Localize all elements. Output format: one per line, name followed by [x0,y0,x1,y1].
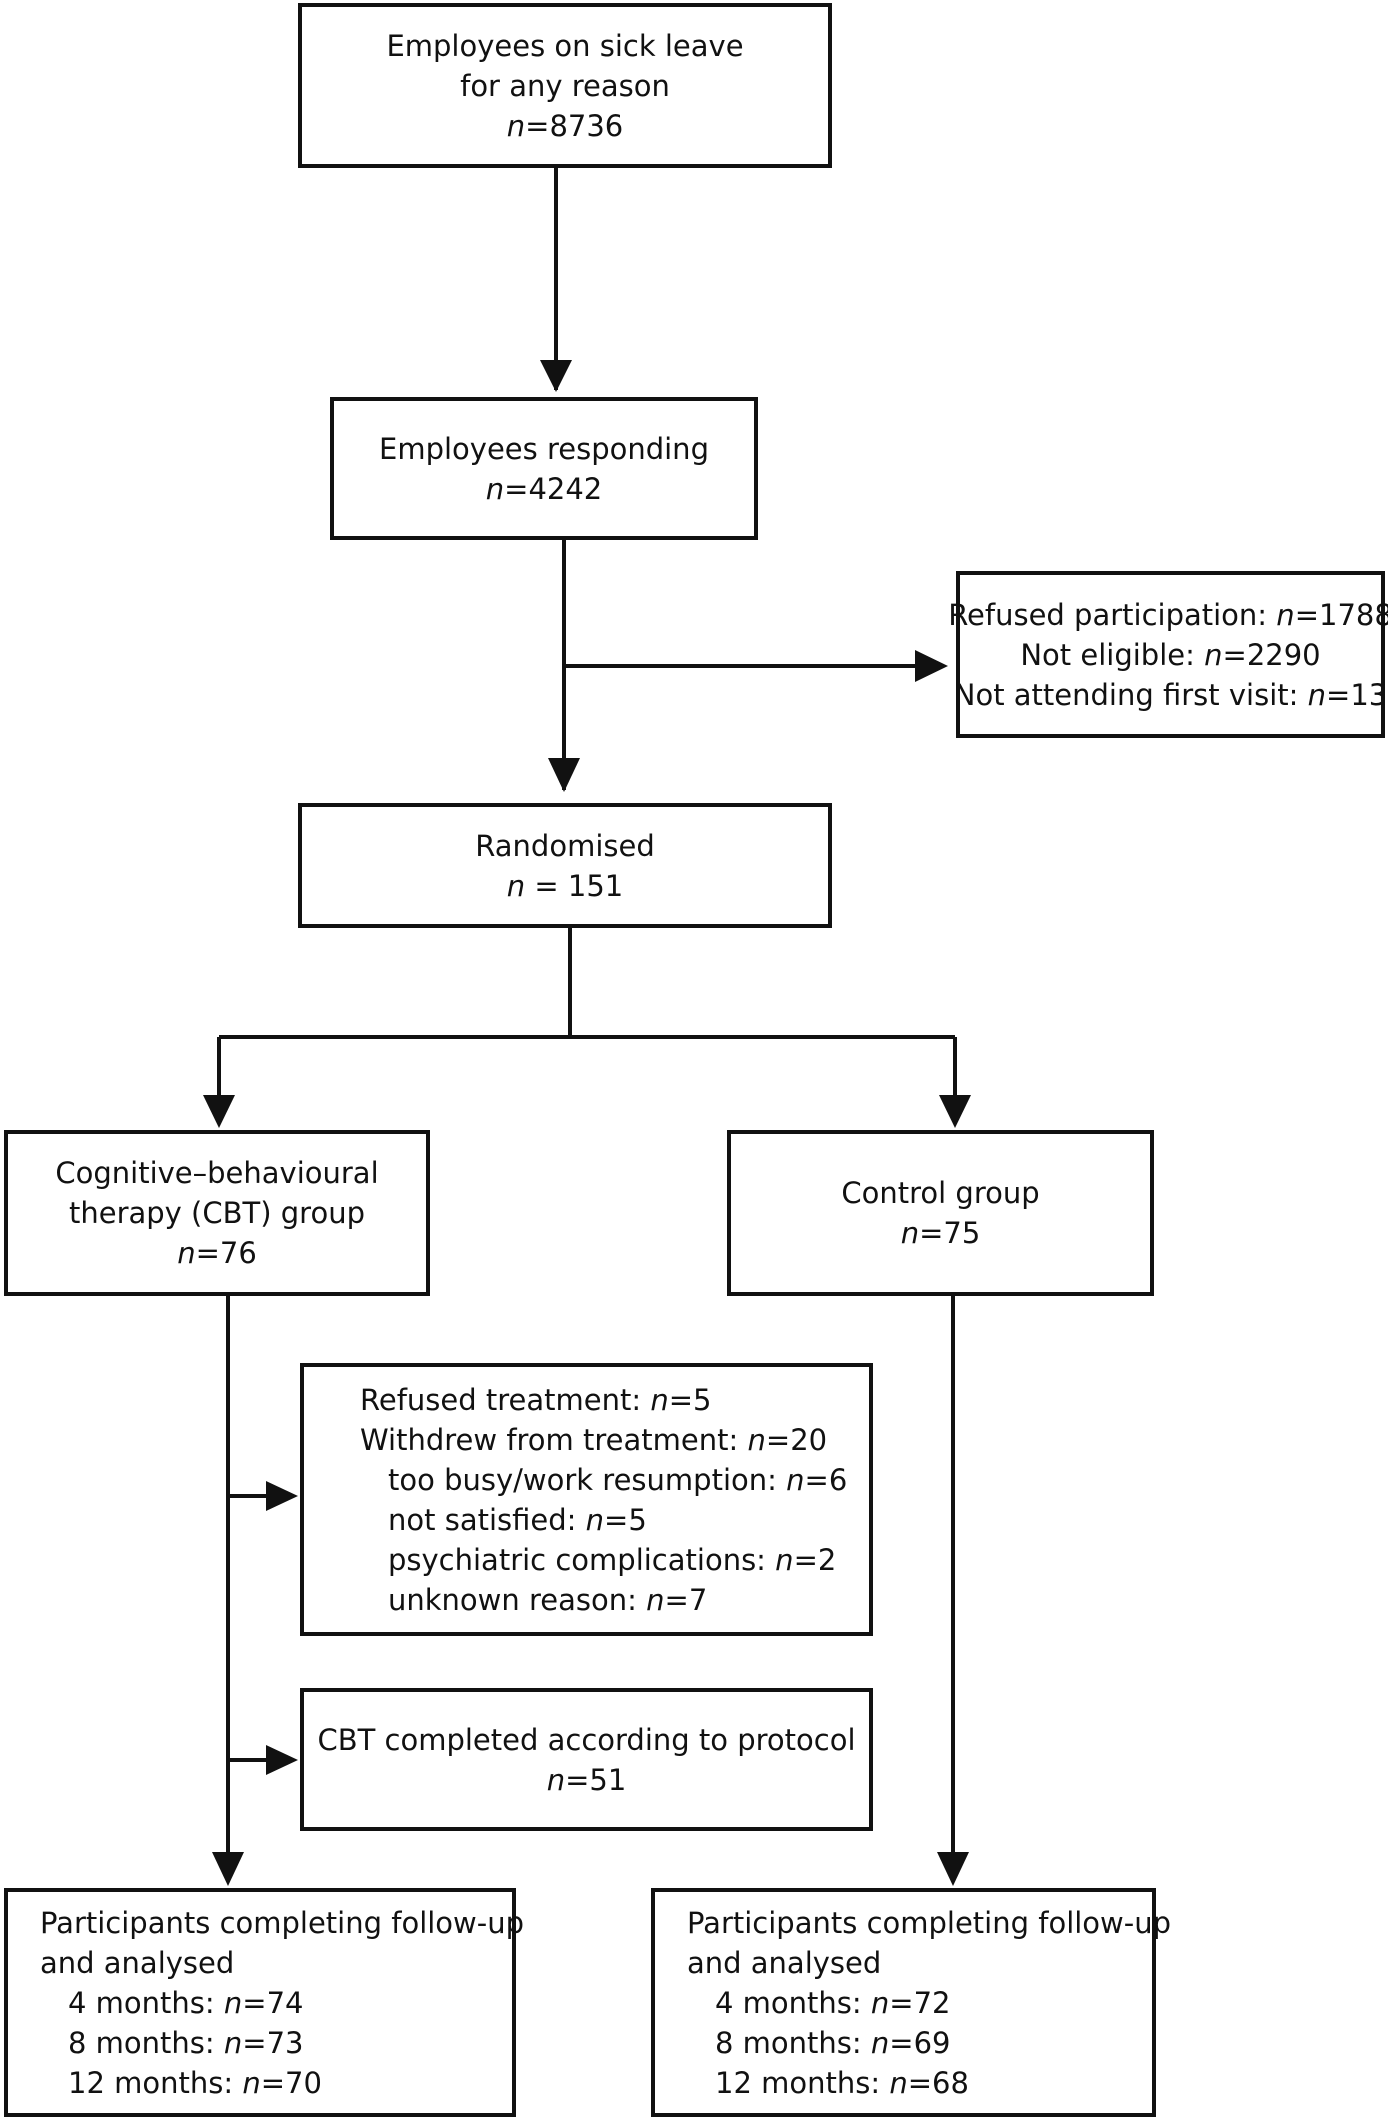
dropouts-withdrew-count: 20 [790,1422,828,1457]
cbt-followup-8m-count: 73 [266,2025,304,2060]
dropouts-unknown-count: 7 [688,1582,708,1617]
control-group-count-line: n=75 [900,1216,981,1250]
randomised-count: 151 [567,868,624,903]
excluded-not-attending-line: Not attending first visit: n=13 [953,677,1388,712]
excluded-not-attending-count: 13 [1350,677,1388,712]
responding-count: 4242 [528,471,603,506]
control-group-line1: Control group [841,1176,1040,1210]
node-employees-sick-leave: Employees on sick leave for any reason n… [298,3,832,168]
control-followup-4m-line: 4 months: n=72 [715,1985,951,2020]
control-followup-4m-count: 72 [913,1985,951,2020]
randomised-count-line: n = 151 [506,868,624,903]
dropouts-unknown-line: unknown reason: n=7 [388,1582,708,1617]
arrowhead-randomised [548,758,580,792]
n-symbol: n [506,108,526,143]
n-symbol: n [506,868,526,903]
node-employees-responding: Employees responding n=4242 [330,397,758,540]
node-cbt-dropouts: Refused treatment: n=5 Withdrew from tre… [300,1363,873,1636]
dropouts-not-satisfied-count: 5 [628,1502,647,1537]
excluded-not-eligible-line: Not eligible: n=2290 [1020,637,1321,672]
arrowhead-excluded [915,650,948,682]
arrowhead-cbt-followup [212,1852,244,1886]
responding-line1: Employees responding [379,431,709,466]
cbt-group-count-line: n=76 [177,1236,257,1270]
responding-count-line: n=4242 [485,471,603,506]
arrowhead-control-group [939,1095,971,1128]
arrowhead-cbt-dropouts [266,1481,298,1511]
node-cbt-completed: CBT completed according to protocol n=51 [300,1688,873,1831]
control-group-count: 75 [943,1216,981,1250]
arrowhead-responding [540,360,572,392]
node-control-group: Control group n=75 [727,1130,1154,1296]
control-followup-line1: Participants completing follow-up [687,1905,1172,1940]
dropouts-withdrew-line: Withdrew from treatment: n=20 [360,1422,828,1457]
cbt-followup-12m-line: 12 months: n=70 [68,2065,322,2100]
arrowhead-cbt-group [203,1095,235,1128]
arrowhead-cbt-completed [266,1745,298,1775]
sick-leave-count-line: n=8736 [506,108,624,143]
node-randomised: Randomised n = 151 [298,803,832,928]
sick-leave-count: 8736 [549,108,624,143]
excluded-refused-count: 1788 [1319,597,1388,632]
cbt-followup-line2: and analysed [40,1945,235,1980]
control-followup-8m-line: 8 months: n=69 [715,2025,951,2060]
sick-leave-line2: for any reason [460,68,670,103]
control-followup-line2: and analysed [687,1945,882,1980]
cbt-group-count: 76 [219,1236,257,1270]
node-cbt-followup: Participants completing follow-up and an… [4,1888,525,2117]
control-followup-8m-count: 69 [913,2025,951,2060]
cbt-completed-count-line: n=51 [546,1762,627,1797]
cbt-followup-8m-line: 8 months: n=73 [68,2025,304,2060]
cbt-group-line1: Cognitive–behavioural [55,1156,379,1190]
cbt-followup-line1: Participants completing follow-up [40,1905,525,1940]
excluded-not-eligible-count: 2290 [1246,637,1321,672]
dropouts-psychiatric-count: 2 [817,1542,837,1577]
sick-leave-line1: Employees on sick leave [386,28,744,63]
control-followup-12m-count: 68 [932,2065,969,2100]
excluded-refused-line: Refused participation: n=1788 [948,595,1388,635]
dropouts-psychiatric-line: psychiatric complications: n=2 [388,1542,837,1577]
randomised-line1: Randomised [475,828,655,863]
dropouts-not-satisfied-line: not satisfied: n=5 [388,1502,647,1537]
dropouts-refused-count: 5 [693,1382,712,1417]
node-excluded: Refused participation: n=1788 Not eligib… [948,571,1388,738]
node-control-followup: Participants completing follow-up and an… [651,1888,1172,2117]
dropouts-too-busy-count: 6 [828,1462,848,1497]
control-followup-12m-line: 12 months: n=68 [715,2065,969,2100]
cbt-followup-4m-count: 74 [266,1985,304,2020]
dropouts-refused-line: Refused treatment: n=5 [360,1382,712,1417]
cbt-followup-4m-line: 4 months: n=74 [68,1985,304,2020]
arrowhead-control-followup [937,1852,969,1886]
dropouts-too-busy-line: too busy/work resumption: n=6 [388,1462,848,1497]
cbt-completed-line1: CBT completed according to protocol [317,1722,856,1757]
node-cbt-group: Cognitive–behavioural therapy (CBT) grou… [4,1130,430,1296]
cbt-followup-12m-count: 70 [285,2065,322,2100]
n-symbol: n [485,471,505,506]
cbt-completed-count: 51 [589,1762,627,1797]
cbt-group-line2: therapy (CBT) group [68,1196,365,1230]
